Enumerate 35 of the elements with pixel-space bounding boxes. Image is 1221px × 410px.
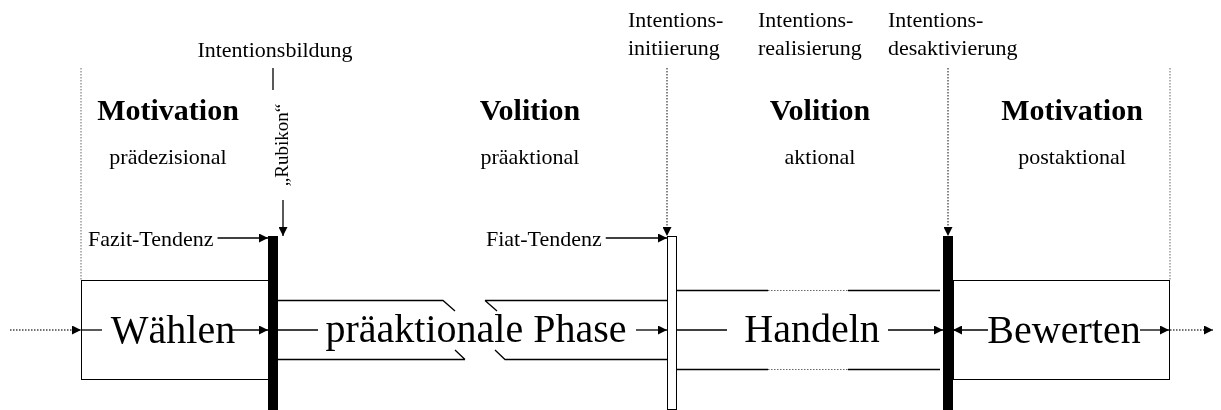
phase-heading: Volition: [479, 93, 581, 127]
annotation-label: Intentions- desaktivierung: [888, 6, 1038, 64]
phase-heading: Motivation: [97, 93, 239, 127]
rotated-label: „Rubikon“: [269, 90, 295, 200]
phase-subheading: aktional: [784, 144, 856, 170]
transition-bar: [667, 236, 677, 410]
dotted-arrow: [9, 325, 82, 335]
phase-box: Bewerten: [953, 280, 1170, 380]
phase-subheading: präaktional: [480, 144, 580, 170]
arrow: [216, 233, 269, 243]
arrow: [231, 325, 269, 335]
annotation-label: Intentionsbildung: [175, 36, 375, 64]
arrow: [952, 325, 989, 335]
tendency-label: Fiat-Tendenz: [486, 226, 602, 252]
arrow: [887, 325, 944, 335]
arrow: [278, 199, 288, 237]
phase-subheading: prädezisional: [109, 144, 227, 170]
transition-bar: [268, 236, 278, 410]
annotation-label: Intentions- initiierung: [628, 6, 743, 64]
phase-band: präaktionale Phase: [278, 300, 667, 360]
connector-line: [272, 67, 274, 91]
phase-subheading: postaktional: [1018, 144, 1126, 170]
tendency-label: Fazit-Tendenz: [88, 226, 214, 252]
arrow: [605, 233, 668, 243]
transition-bar: [943, 236, 953, 410]
dotted-arrow: [662, 67, 672, 237]
dotted-arrow: [943, 67, 953, 237]
connector-line: [277, 329, 319, 331]
dotted-arrow: [1169, 325, 1214, 335]
phase-heading: Volition: [769, 93, 871, 127]
connector-line: [676, 329, 728, 331]
arrow: [635, 325, 668, 335]
annotation-label: Intentions- realisierung: [758, 6, 863, 62]
phase-band: Handeln: [677, 290, 943, 370]
phase-heading: Motivation: [1001, 93, 1143, 127]
